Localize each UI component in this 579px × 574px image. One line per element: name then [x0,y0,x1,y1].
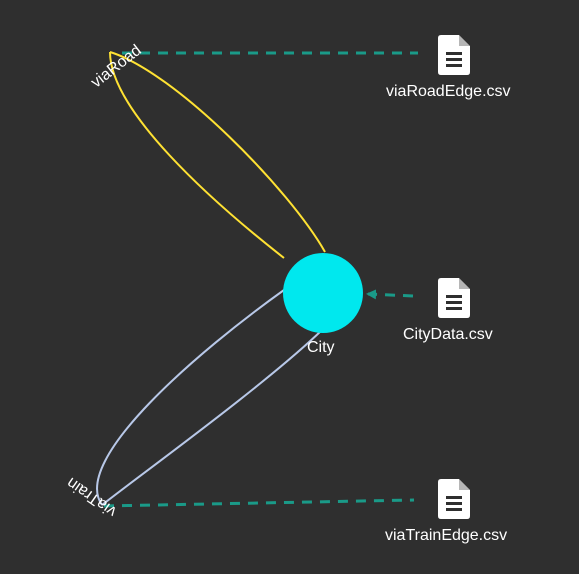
file-icon[interactable] [438,479,470,519]
road-file-label[interactable]: viaRoadEdge.csv [386,83,511,100]
train-file-label[interactable]: viaTrainEdge.csv [385,527,508,544]
file-icon[interactable] [438,278,470,318]
file-icon[interactable] [438,35,470,75]
road-edge-outer[interactable] [109,51,326,253]
train-edge-outer[interactable] [96,289,285,506]
train-file-link [103,498,415,508]
city-file-link [366,289,414,300]
train-edge-inner[interactable] [101,329,323,506]
city-file-label[interactable]: CityData.csv [403,326,493,343]
city-node[interactable] [283,253,363,333]
city-node-label: City [307,339,335,356]
road-edge-inner[interactable] [109,51,285,259]
